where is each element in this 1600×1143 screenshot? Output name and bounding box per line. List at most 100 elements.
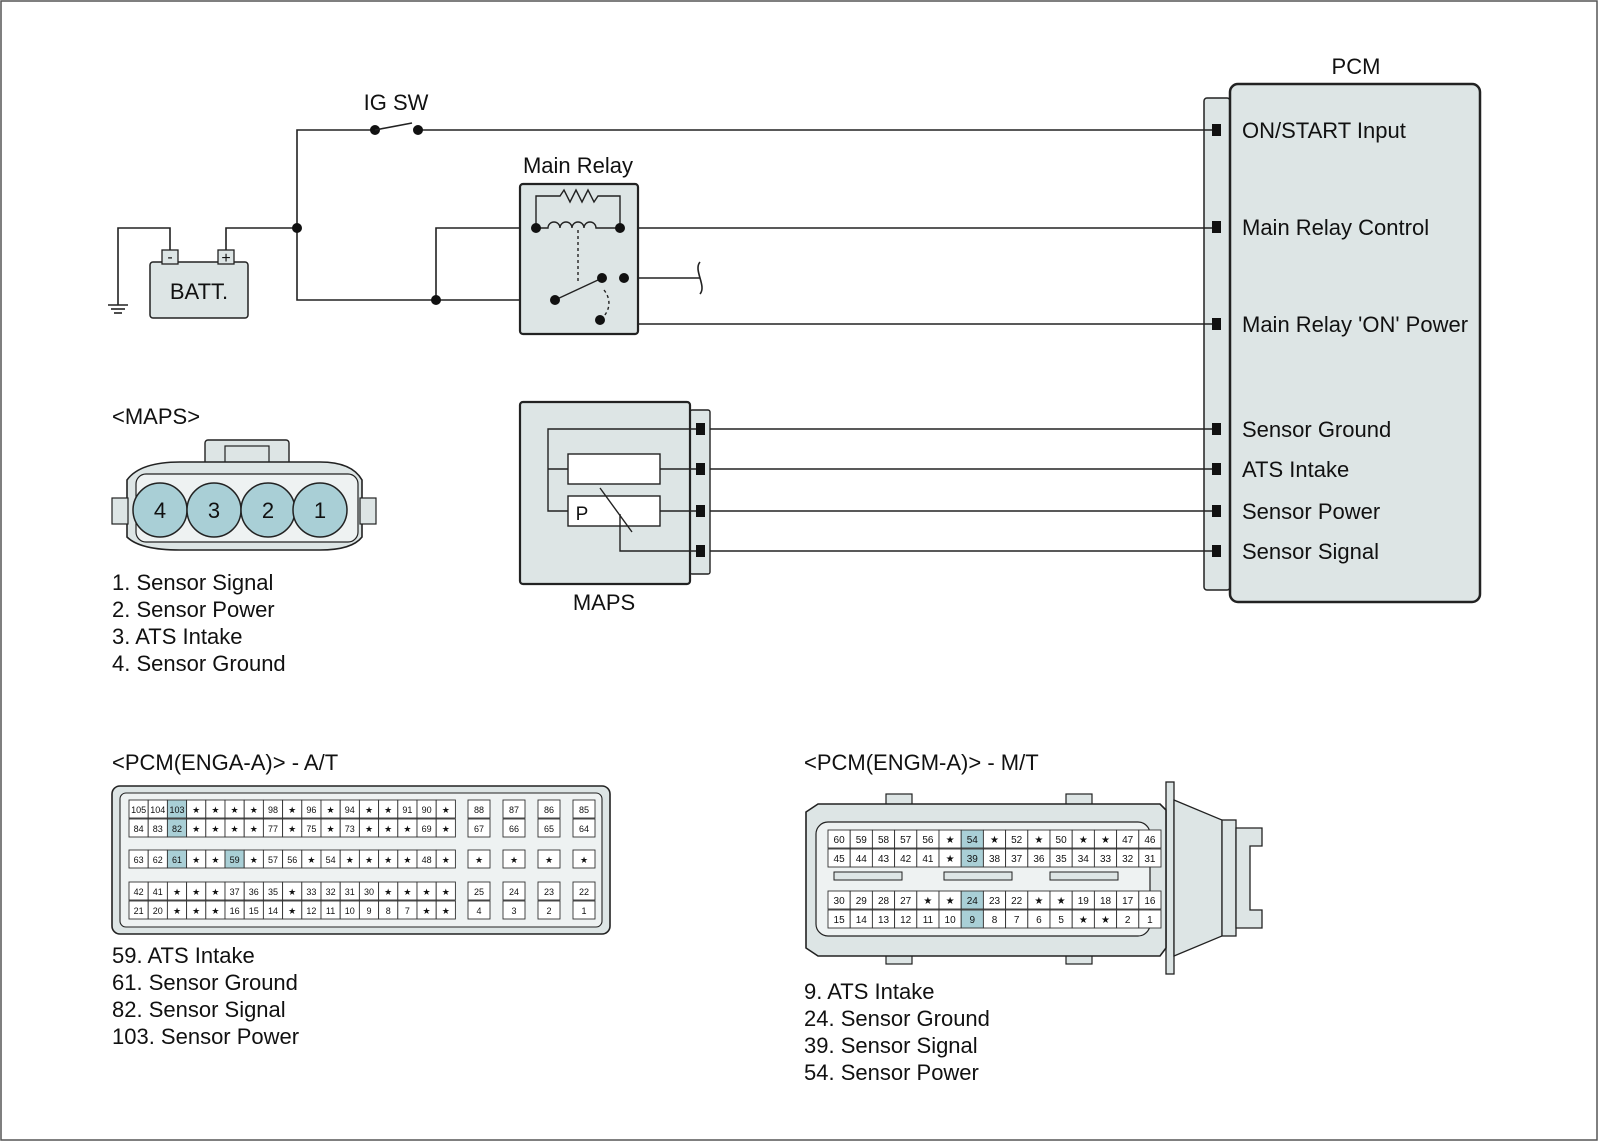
pin-number: 83 bbox=[153, 824, 163, 834]
maps-connector-view: <MAPS> 4 3 2 1 1. Sensor Signal 2. Senso… bbox=[111, 404, 377, 676]
pin-number: ★ bbox=[211, 906, 219, 916]
pin-number: 34 bbox=[1078, 854, 1090, 865]
pin-number: 57 bbox=[900, 835, 912, 846]
wires bbox=[108, 129, 1212, 552]
pin-cell bbox=[435, 900, 456, 920]
pin-number: 25 bbox=[474, 887, 484, 897]
pin-number: 42 bbox=[900, 854, 912, 865]
pin-number: 37 bbox=[1011, 854, 1023, 865]
pin-number: ★ bbox=[192, 805, 200, 815]
pin-number: 98 bbox=[268, 805, 278, 815]
pin-cell bbox=[435, 849, 456, 869]
pin-number: ★ bbox=[442, 824, 450, 834]
pin-number: ★ bbox=[250, 824, 258, 834]
pin-cell bbox=[502, 900, 526, 920]
pin-number: 96 bbox=[306, 805, 316, 815]
switch-lever bbox=[374, 122, 413, 131]
wire-relay-coil bbox=[435, 227, 536, 300]
pin-number: ★ bbox=[327, 824, 335, 834]
pin-number: 35 bbox=[268, 887, 278, 897]
pin-number: 12 bbox=[900, 915, 912, 926]
battery-plus-sign: + bbox=[221, 250, 230, 267]
pin-number: 87 bbox=[509, 805, 519, 815]
maps-pin-terminal bbox=[696, 505, 705, 517]
pin-number: 24 bbox=[509, 887, 519, 897]
pin-number: ★ bbox=[403, 855, 411, 865]
relay-contact bbox=[550, 295, 560, 305]
pin-number: 61 bbox=[172, 855, 182, 865]
pin-number: ★ bbox=[250, 805, 258, 815]
pin-number: ★ bbox=[1079, 835, 1088, 846]
pin-number: 2 bbox=[1125, 915, 1131, 926]
pin-number: 11 bbox=[923, 915, 934, 926]
ig-sw-label: IG SW bbox=[364, 90, 429, 115]
maps-p-label: P bbox=[576, 504, 589, 525]
pin-number: ★ bbox=[173, 906, 181, 916]
pin-cell bbox=[572, 900, 596, 920]
pcm-mt-legend-item: 24. Sensor Ground bbox=[804, 1006, 990, 1031]
pcm-at-legend-item: 61. Sensor Ground bbox=[112, 970, 298, 995]
pin-number: ★ bbox=[403, 887, 411, 897]
battery-terminal-minus bbox=[161, 249, 179, 265]
pin-number: 44 bbox=[856, 854, 868, 865]
pin-number: ★ bbox=[580, 855, 588, 865]
junction-dot bbox=[431, 295, 441, 305]
pin-cell bbox=[467, 799, 491, 819]
pcm-mt-legend-item: 54. Sensor Power bbox=[804, 1060, 979, 1085]
maps-legend-item: 4. Sensor Ground bbox=[112, 651, 286, 676]
pin-number: 14 bbox=[268, 906, 278, 916]
maps-pin-number: 4 bbox=[154, 498, 166, 523]
maps-pressure-element bbox=[567, 495, 661, 527]
relay-contact bbox=[531, 223, 541, 233]
main-relay-label: Main Relay bbox=[523, 153, 633, 178]
pin-number: 15 bbox=[834, 915, 846, 926]
relay-coil bbox=[536, 221, 620, 229]
maps-thermistor bbox=[567, 453, 661, 485]
pin-number: ★ bbox=[365, 855, 373, 865]
pin-cell bbox=[572, 849, 596, 869]
pcm-pin-label: Sensor Power bbox=[1242, 499, 1380, 524]
pin-number: 59 bbox=[856, 835, 868, 846]
pin-number: ★ bbox=[1034, 835, 1043, 846]
pin-number: 16 bbox=[1144, 896, 1156, 907]
pin-number: ★ bbox=[1034, 896, 1043, 907]
wire-batt-plus bbox=[225, 227, 297, 250]
pcm-mt-title: <PCM(ENGM-A)> - M/T bbox=[804, 750, 1039, 775]
pcm-pin-label: ON/START Input bbox=[1242, 118, 1406, 143]
pin-number: 91 bbox=[402, 805, 412, 815]
pin-number: 90 bbox=[422, 805, 432, 815]
pcm-body bbox=[1228, 82, 1482, 604]
pin-number: 9 bbox=[366, 906, 371, 916]
ig-switch: IG SW bbox=[364, 90, 429, 131]
wire-break bbox=[697, 261, 703, 295]
pin-number: 105 bbox=[131, 805, 146, 815]
pin-number: 33 bbox=[1100, 854, 1112, 865]
pin-number: 58 bbox=[878, 835, 890, 846]
pin-number: 73 bbox=[345, 824, 355, 834]
pin-number: 54 bbox=[326, 855, 336, 865]
pin-number: ★ bbox=[327, 805, 335, 815]
pin-number: 39 bbox=[967, 854, 979, 865]
pin-cell bbox=[572, 881, 596, 901]
pin-number: ★ bbox=[288, 805, 296, 815]
pin-cell bbox=[467, 849, 491, 869]
pin-number: ★ bbox=[423, 906, 431, 916]
pcm-mt-plug-body bbox=[1173, 799, 1223, 957]
pin-cell bbox=[537, 881, 561, 901]
pin-number: 57 bbox=[268, 855, 278, 865]
pcm-mt-flange bbox=[1165, 781, 1175, 975]
maps-connector-title: <MAPS> bbox=[112, 404, 200, 429]
pcm-pin-terminal bbox=[1212, 463, 1221, 475]
pin-cell bbox=[435, 818, 456, 838]
pin-number: 46 bbox=[1144, 835, 1156, 846]
pin-number: 32 bbox=[1122, 854, 1134, 865]
pin-number: ★ bbox=[384, 887, 392, 897]
pin-number: 17 bbox=[1122, 896, 1134, 907]
pin-number: 41 bbox=[922, 854, 934, 865]
pin-number: 85 bbox=[579, 805, 589, 815]
pin-cell bbox=[572, 799, 596, 819]
pin-number: ★ bbox=[211, 805, 219, 815]
pin-number: 10 bbox=[945, 915, 957, 926]
pcm-mt-legend-item: 9. ATS Intake bbox=[804, 979, 934, 1004]
